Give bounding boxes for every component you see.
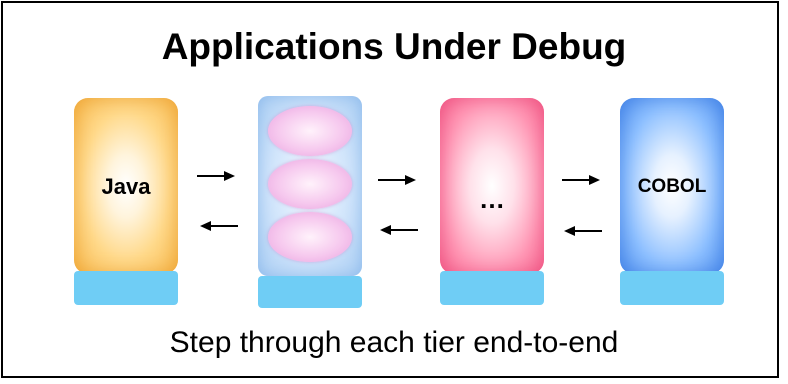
arrow-right-icon (197, 170, 235, 182)
diagram-title: Applications Under Debug (161, 26, 627, 67)
tier-cobol-label: COBOL (637, 176, 707, 197)
arrow-left-icon (564, 225, 602, 237)
arrow-left-icon (380, 224, 418, 236)
arrow-left-icon (200, 220, 238, 232)
tier-generic-label: … (479, 184, 505, 214)
component-bubble (268, 159, 352, 209)
tier-generic (440, 98, 544, 274)
tier-java (74, 98, 178, 274)
diagram-caption: Step through each tier end-to-end (169, 326, 619, 359)
tier-java-base (74, 271, 178, 305)
tier-middle-base (258, 276, 362, 308)
arrow-right-icon (378, 174, 416, 186)
tier-generic-base (440, 271, 544, 305)
tier-cobol-base (620, 271, 724, 305)
tier-cobol (620, 98, 724, 274)
arrow-right-icon (562, 174, 600, 186)
component-bubble (268, 106, 352, 156)
tier-java-label: Java (101, 174, 151, 199)
component-bubble (268, 212, 352, 262)
tier-middle (258, 96, 362, 276)
